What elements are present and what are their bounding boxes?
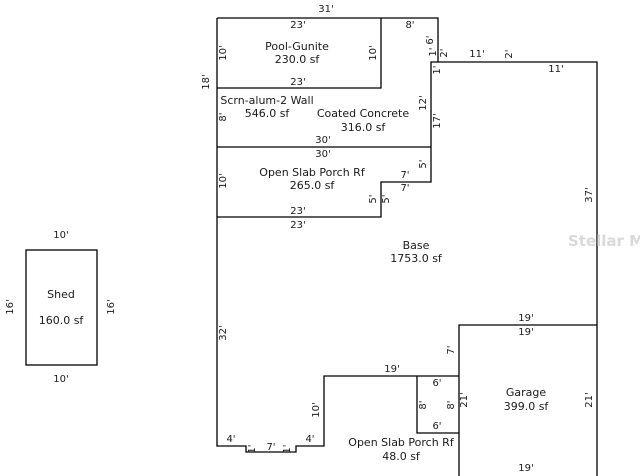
dim-1-c: 1' bbox=[247, 444, 258, 453]
dim-pool-right-10: 10' bbox=[368, 45, 379, 60]
scrn-label: Scrn-alum-2 Wall bbox=[220, 94, 313, 107]
coated-label: Coated Concrete bbox=[317, 107, 410, 120]
dim-7-b: 7' bbox=[400, 183, 409, 194]
dim-2-b: 2' bbox=[504, 49, 515, 58]
dim-5-b: 5' bbox=[368, 194, 379, 203]
dim-30-b: 30' bbox=[315, 149, 330, 160]
dim-5-c: 5' bbox=[381, 194, 392, 203]
shed-label: Shed bbox=[47, 288, 75, 301]
dim-30-a: 30' bbox=[315, 135, 330, 146]
dim-32: 32' bbox=[218, 325, 229, 340]
dim-2-a: 2' bbox=[439, 48, 450, 57]
dim-top-8: 8' bbox=[405, 20, 414, 31]
dim-10-c: 10' bbox=[311, 402, 322, 417]
pool-outline bbox=[217, 18, 382, 89]
dim-porch-left-10: 10' bbox=[218, 173, 229, 188]
dim-8-a: 8' bbox=[418, 400, 429, 409]
garage-outline bbox=[458, 324, 597, 476]
dim-6-a: 6' bbox=[432, 378, 441, 389]
dim-7-c: 7' bbox=[446, 345, 457, 354]
dim-19-b: 19' bbox=[518, 327, 533, 338]
dim-19-d: 19' bbox=[518, 463, 533, 474]
dim-19-c: 19' bbox=[384, 364, 399, 375]
porch-outline bbox=[217, 147, 432, 218]
dim-7-d: 7' bbox=[266, 442, 275, 453]
dim-4-a: 4' bbox=[226, 434, 235, 445]
dim-21-b: 21' bbox=[584, 392, 595, 407]
base-left-outline bbox=[216, 18, 459, 453]
dim-11-a: 11' bbox=[469, 49, 484, 60]
dim-17: 17' bbox=[432, 113, 443, 128]
base-area: 1753.0 sf bbox=[390, 252, 443, 265]
dim-1-b: 1' bbox=[432, 65, 443, 74]
dim-19-a: 19' bbox=[518, 313, 533, 324]
dim-right-6: 6' bbox=[425, 35, 436, 44]
dim-7-a: 7' bbox=[400, 170, 409, 181]
dim-8-b: 8' bbox=[446, 400, 457, 409]
garage-area: 399.0 sf bbox=[504, 400, 550, 413]
scrn-area: 546.0 sf bbox=[245, 107, 291, 120]
dim-scrn-left-8: 8' bbox=[218, 112, 229, 121]
shed-area: 160.0 sf bbox=[39, 314, 85, 327]
dim-37: 37' bbox=[584, 187, 595, 202]
watermark: Stellar M bbox=[568, 232, 640, 250]
dim-shed-left-16: 16' bbox=[5, 299, 16, 314]
dim-6-b: 6' bbox=[432, 421, 441, 432]
porch-area: 265.0 sf bbox=[290, 179, 336, 192]
porch-label: Open Slab Porch Rf bbox=[259, 166, 366, 179]
dim-pool-left-10: 10' bbox=[218, 45, 229, 60]
dim-21-a: 21' bbox=[459, 392, 470, 407]
shed-outline bbox=[25, 249, 98, 366]
dim-porch-23-b: 23' bbox=[290, 220, 305, 231]
garage-label: Garage bbox=[506, 386, 547, 399]
dim-porch-23-a: 23' bbox=[290, 206, 305, 217]
coated-area: 316.0 sf bbox=[341, 121, 387, 134]
dim-pool-top-23: 23' bbox=[290, 20, 305, 31]
dim-11-b: 11' bbox=[548, 64, 563, 75]
dim-shed-right-16: 16' bbox=[106, 299, 117, 314]
small-porch-area: 48.0 sf bbox=[382, 450, 421, 463]
coated-concrete-outline bbox=[430, 61, 438, 147]
base-label: Base bbox=[403, 239, 430, 252]
dim-5-a: 5' bbox=[418, 159, 429, 168]
dim-1-a: 1' bbox=[428, 47, 439, 56]
small-porch-outline bbox=[416, 376, 459, 434]
dim-shed-bottom-10: 10' bbox=[53, 374, 68, 385]
dim-4-b: 4' bbox=[305, 434, 314, 445]
dim-1-d: 1' bbox=[282, 444, 293, 453]
dim-top-31: 31' bbox=[318, 4, 333, 15]
small-porch-label: Open Slab Porch Rf bbox=[348, 436, 455, 449]
pool-area: 230.0 sf bbox=[275, 53, 321, 66]
dim-shed-top-10: 10' bbox=[53, 230, 68, 241]
dim-12: 12' bbox=[418, 95, 429, 110]
dim-left-18: 18' bbox=[201, 74, 212, 89]
dim-pool-bottom-23: 23' bbox=[290, 77, 305, 88]
pool-label: Pool-Gunite bbox=[265, 40, 329, 53]
